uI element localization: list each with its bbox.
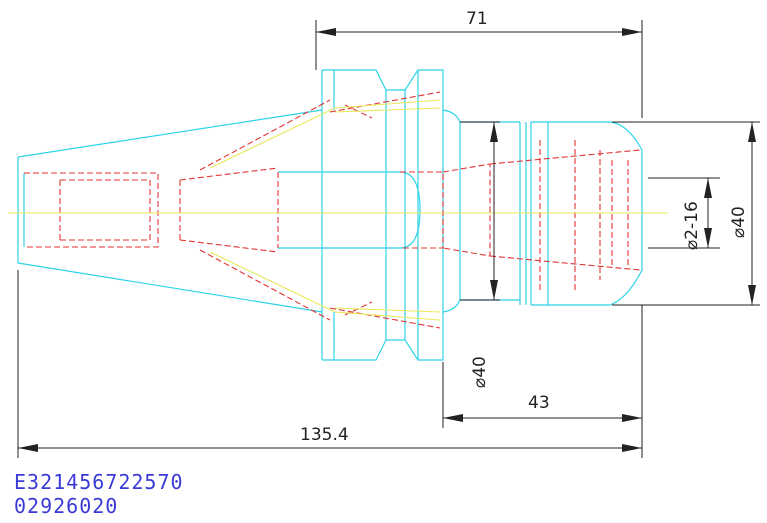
dim-nose-diameter: ⌀40 — [729, 206, 749, 238]
center-lines — [8, 99, 668, 321]
dimension-lines — [17, 20, 760, 458]
dim-overall-length: 135.4 — [300, 425, 349, 445]
dim-top-length: 71 — [466, 9, 488, 29]
dim-nose-length: 43 — [528, 393, 550, 413]
holder-outline — [17, 69, 643, 361]
item-code: 02926020 — [14, 494, 119, 518]
dim-collet-range: ⌀2-16 — [682, 201, 702, 250]
dimension-arrows — [18, 28, 756, 452]
part-code: E321456722570 — [14, 470, 184, 494]
dim-flange-diameter: ⌀40 — [470, 356, 490, 388]
